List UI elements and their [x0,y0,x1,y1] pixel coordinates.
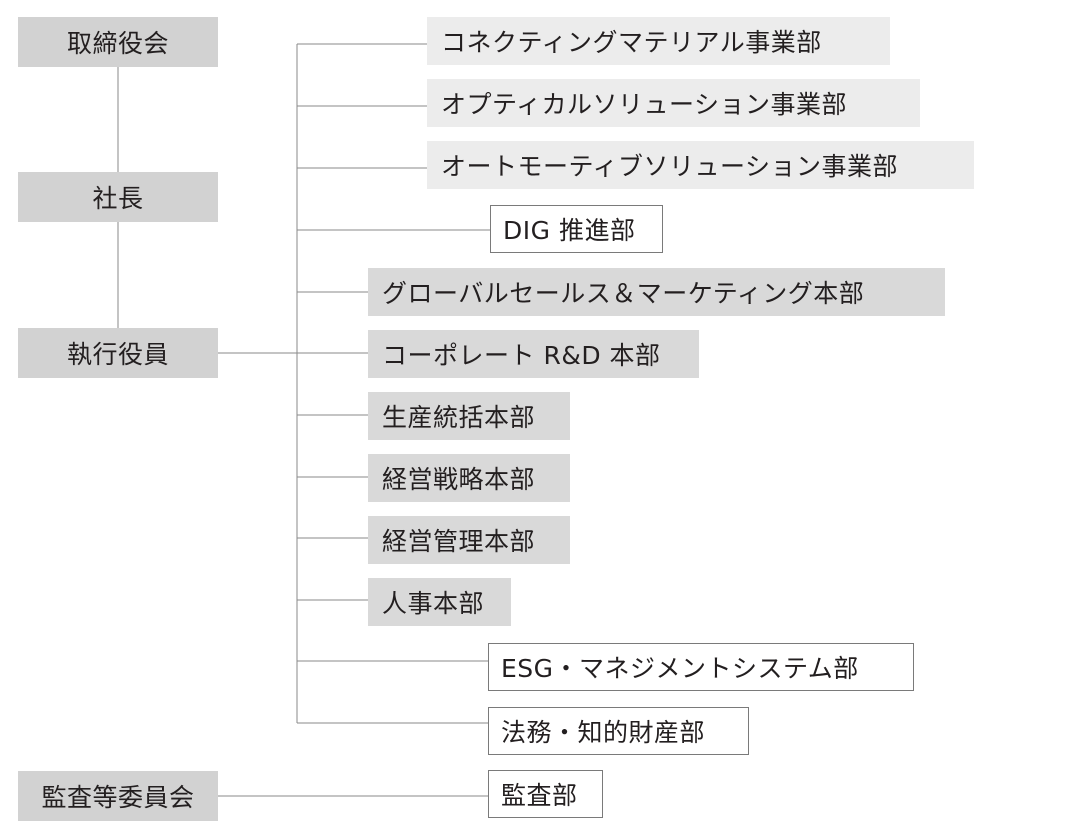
division-label: コーポレート R&D 本部 [382,341,661,370]
division-hr: 人事本部 [368,578,511,626]
audit-committee-label: 監査等委員会 [41,783,195,812]
division-label: オートモーティブソリューション事業部 [441,152,899,181]
audit-committee-box: 監査等委員会 [18,771,218,821]
division-connecting-material: コネクティングマテリアル事業部 [427,17,890,65]
division-global-sales-marketing: グローバルセールス＆マーケティング本部 [368,268,945,316]
division-label: 経営戦略本部 [382,465,536,494]
division-label: 経営管理本部 [382,527,536,556]
president-label: 社長 [92,184,144,213]
board-of-directors-box: 取締役会 [18,17,218,67]
division-optical-solution: オプティカルソリューション事業部 [427,79,920,127]
division-label: ESG・マネジメントシステム部 [501,654,859,683]
division-label: 人事本部 [382,589,485,618]
board-of-directors-label: 取締役会 [66,29,169,58]
division-automotive-solution: オートモーティブソリューション事業部 [427,141,974,189]
division-esg-management-system: ESG・マネジメントシステム部 [488,643,914,691]
division-label: 生産統括本部 [382,403,536,432]
division-production: 生産統括本部 [368,392,570,440]
president-box: 社長 [18,172,218,222]
division-label: オプティカルソリューション事業部 [441,90,848,119]
executive-officers-label: 執行役員 [66,340,169,369]
division-management: 経営管理本部 [368,516,570,564]
division-label: グローバルセールス＆マーケティング本部 [382,279,865,308]
division-strategy: 経営戦略本部 [368,454,570,502]
division-corporate-rd: コーポレート R&D 本部 [368,330,699,378]
division-label: 法務・知的財産部 [501,718,706,747]
division-dig: DIG 推進部 [490,205,663,253]
division-label: DIG 推進部 [503,216,636,245]
audit-department: 監査部 [488,770,603,818]
division-legal-ip: 法務・知的財産部 [488,707,749,755]
executive-officers-box: 執行役員 [18,328,218,378]
audit-department-label: 監査部 [501,781,578,810]
division-label: コネクティングマテリアル事業部 [441,28,822,57]
